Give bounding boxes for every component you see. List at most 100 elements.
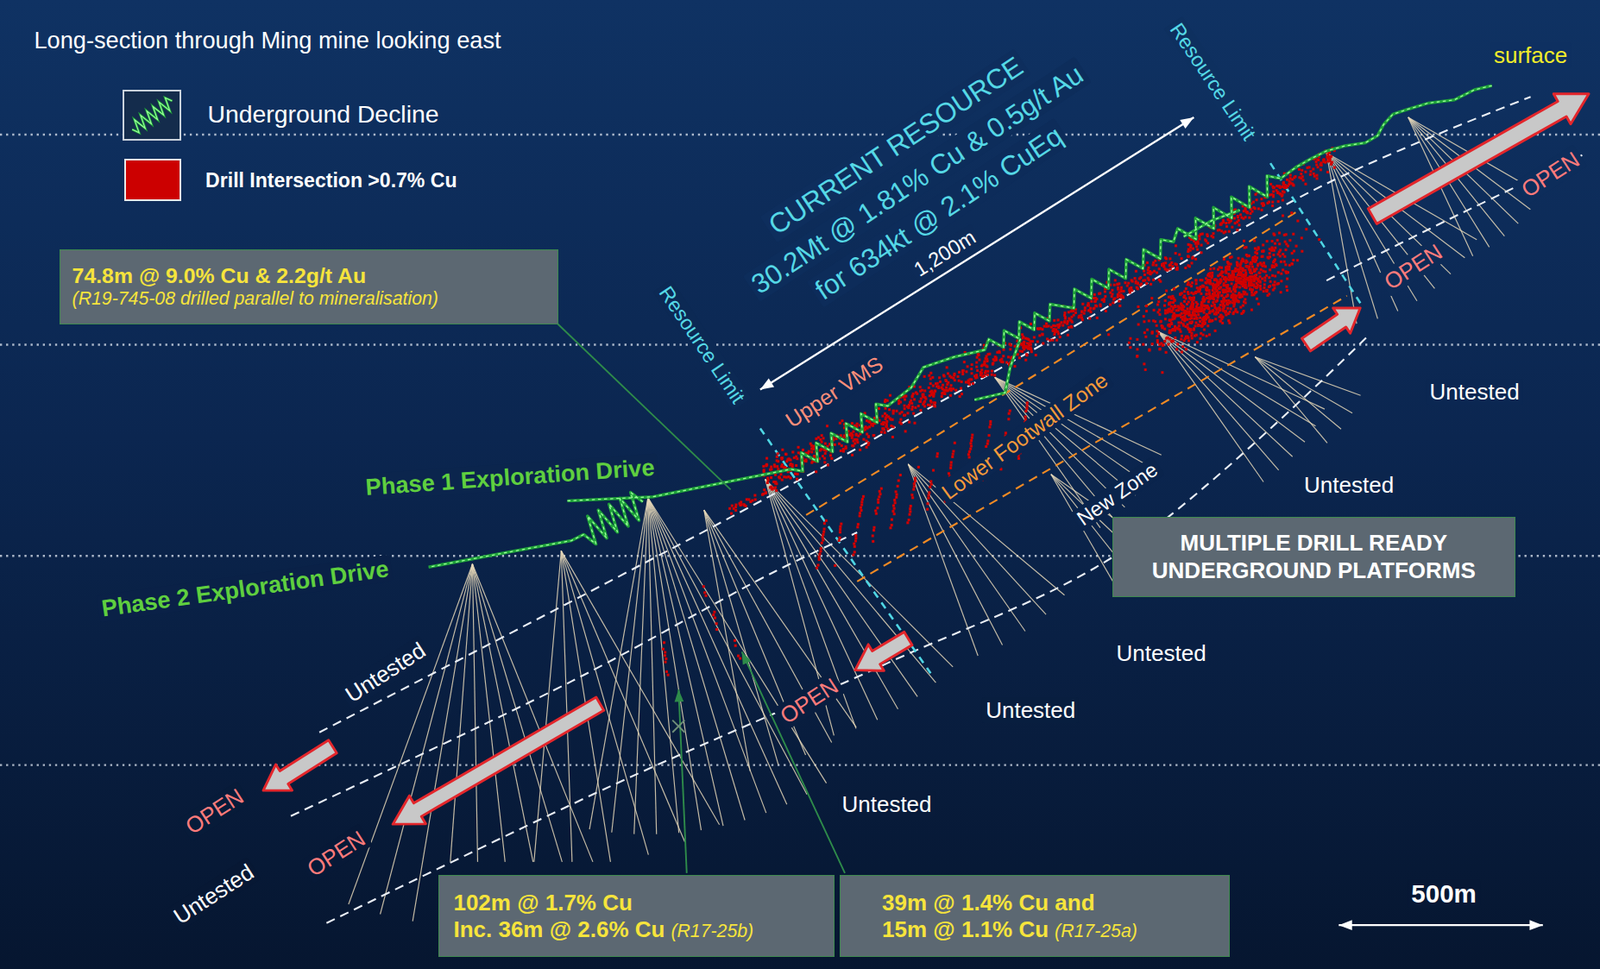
drill-hole-trace xyxy=(648,497,657,835)
intersection-point xyxy=(1278,231,1281,234)
intersection-point xyxy=(1135,355,1139,359)
intersection-point xyxy=(990,369,994,372)
intersection-point xyxy=(1187,255,1191,259)
intersection-point xyxy=(795,478,799,481)
intersection-point xyxy=(1205,292,1209,296)
intersection-point xyxy=(1164,299,1167,303)
intersection-point xyxy=(953,372,957,376)
intersection-point xyxy=(1053,330,1057,334)
intersection-point xyxy=(1118,304,1122,308)
intersection-point xyxy=(919,397,923,401)
intersection-point xyxy=(1066,333,1070,337)
intersection-point xyxy=(872,434,876,437)
depth-gridlines xyxy=(0,134,1600,766)
intersection-point xyxy=(1241,258,1245,262)
intersection-point xyxy=(838,422,842,425)
intersection-point xyxy=(810,450,813,454)
intersection-point xyxy=(1245,210,1248,214)
intersection-point xyxy=(1203,304,1207,308)
intersection-point xyxy=(927,374,931,378)
intersection-point xyxy=(980,371,983,375)
intersection-point xyxy=(1272,189,1275,193)
intersection-point xyxy=(1259,281,1262,284)
intersection-point xyxy=(1260,277,1264,280)
intersection-point xyxy=(775,455,779,459)
intersection-point xyxy=(1236,273,1240,277)
intersection-point xyxy=(888,394,892,397)
intersection-point xyxy=(1319,168,1323,171)
intersection-point xyxy=(1150,270,1153,274)
intersection-point xyxy=(1329,155,1333,158)
intersection-point xyxy=(964,380,968,384)
intersection-point xyxy=(1008,347,1012,351)
intersection-point xyxy=(1155,270,1159,274)
intersection-point xyxy=(872,434,876,437)
intersection-point xyxy=(1136,281,1140,284)
intersection-point xyxy=(892,412,895,416)
intersection-point xyxy=(1195,316,1198,320)
intersection-point xyxy=(1309,170,1312,173)
intersection-point xyxy=(793,456,796,460)
intersection-point xyxy=(931,376,934,379)
intersection-point xyxy=(1154,264,1158,267)
intersection-point xyxy=(1223,276,1227,279)
intersection-point xyxy=(1272,253,1275,257)
intersection-point xyxy=(787,475,790,479)
intersection-point xyxy=(1247,277,1250,281)
intersection-point xyxy=(1278,186,1282,189)
intersection-point xyxy=(1063,311,1066,315)
intersection-point xyxy=(889,418,893,422)
drill-hole-trace xyxy=(765,479,918,698)
intersection-point xyxy=(1229,307,1233,310)
intersection-point xyxy=(1228,265,1231,269)
intersection-point xyxy=(1271,239,1274,243)
intersection-point xyxy=(1249,278,1253,282)
intersection-point xyxy=(1087,302,1090,305)
intersection-point xyxy=(1202,333,1205,337)
intersection-point xyxy=(1205,293,1209,297)
intersection-point xyxy=(962,369,965,372)
intersection-point xyxy=(1045,337,1049,341)
intersection-point xyxy=(944,379,948,383)
intersection-point xyxy=(1173,262,1177,265)
intersection-point xyxy=(781,463,784,467)
intersection-point xyxy=(936,382,939,385)
intersection-point xyxy=(1202,284,1205,288)
intersection-point xyxy=(1242,292,1246,296)
intersection-point xyxy=(1216,283,1220,286)
intersection-point xyxy=(1211,309,1215,313)
intersection-point xyxy=(1028,347,1032,351)
intersection-point xyxy=(829,453,832,457)
intersection-point xyxy=(1247,254,1250,258)
intersection-point xyxy=(1190,301,1194,304)
drill-hole-trace xyxy=(450,564,473,863)
intersection-point xyxy=(1241,268,1245,271)
intersection-point xyxy=(1189,327,1192,331)
intersection-point xyxy=(991,361,995,365)
intersection-point xyxy=(1251,265,1254,269)
intersection-point xyxy=(957,371,961,374)
intersection-point xyxy=(1128,287,1132,290)
intersection-point xyxy=(1237,300,1241,303)
intersection-point xyxy=(1228,321,1231,325)
intersection-point xyxy=(959,387,963,391)
intersection-point xyxy=(1257,207,1260,210)
intersection-point xyxy=(1164,256,1167,259)
intersection-point xyxy=(1196,313,1200,316)
intersection-point xyxy=(1209,234,1213,238)
intersection-point xyxy=(995,358,998,361)
intersection-point xyxy=(1211,292,1215,296)
intersection-point xyxy=(1235,220,1239,224)
intersection-point xyxy=(850,432,853,435)
intersection-point xyxy=(1067,310,1071,314)
intersection-point xyxy=(1272,283,1276,287)
intersection-point xyxy=(917,404,920,408)
intersection-point xyxy=(1070,326,1073,329)
intersection-point xyxy=(912,392,915,396)
intersection-point xyxy=(1197,289,1201,293)
intersection-point xyxy=(1242,290,1246,294)
intersection-point xyxy=(1052,319,1056,322)
intersection-point xyxy=(1226,286,1229,290)
intersection-point xyxy=(1130,278,1134,282)
intersection-point xyxy=(1097,292,1101,296)
